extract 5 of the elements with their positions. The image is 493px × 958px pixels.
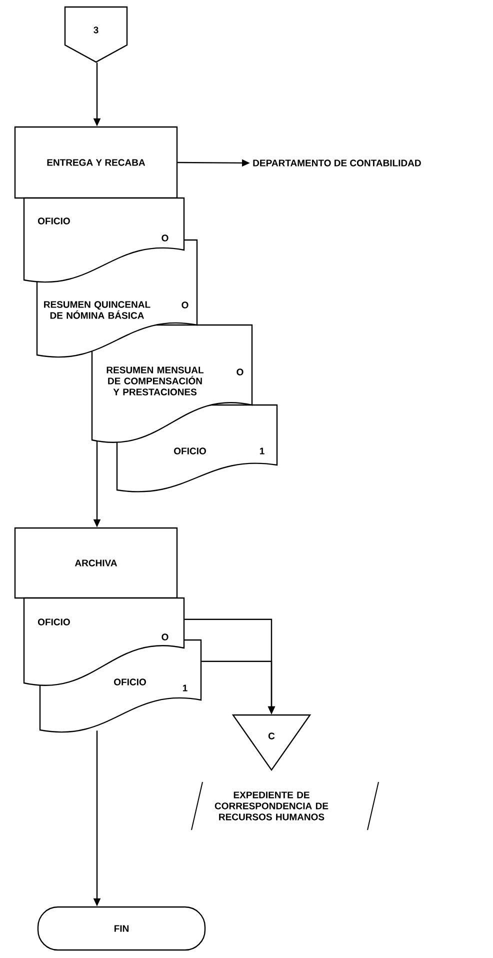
process-box: ENTREGA Y RECABA: [14, 126, 178, 199]
destination-label: DEPARTAMENTO DE CONTABILIDAD: [253, 160, 421, 166]
process-box: ARCHIVA: [14, 527, 178, 599]
caption-text: EXPEDIENTE DE CORRESPONDENCIA DE RECURSOS HUMANOS: [214, 792, 328, 820]
off-page-connector: 3: [64, 6, 128, 63]
